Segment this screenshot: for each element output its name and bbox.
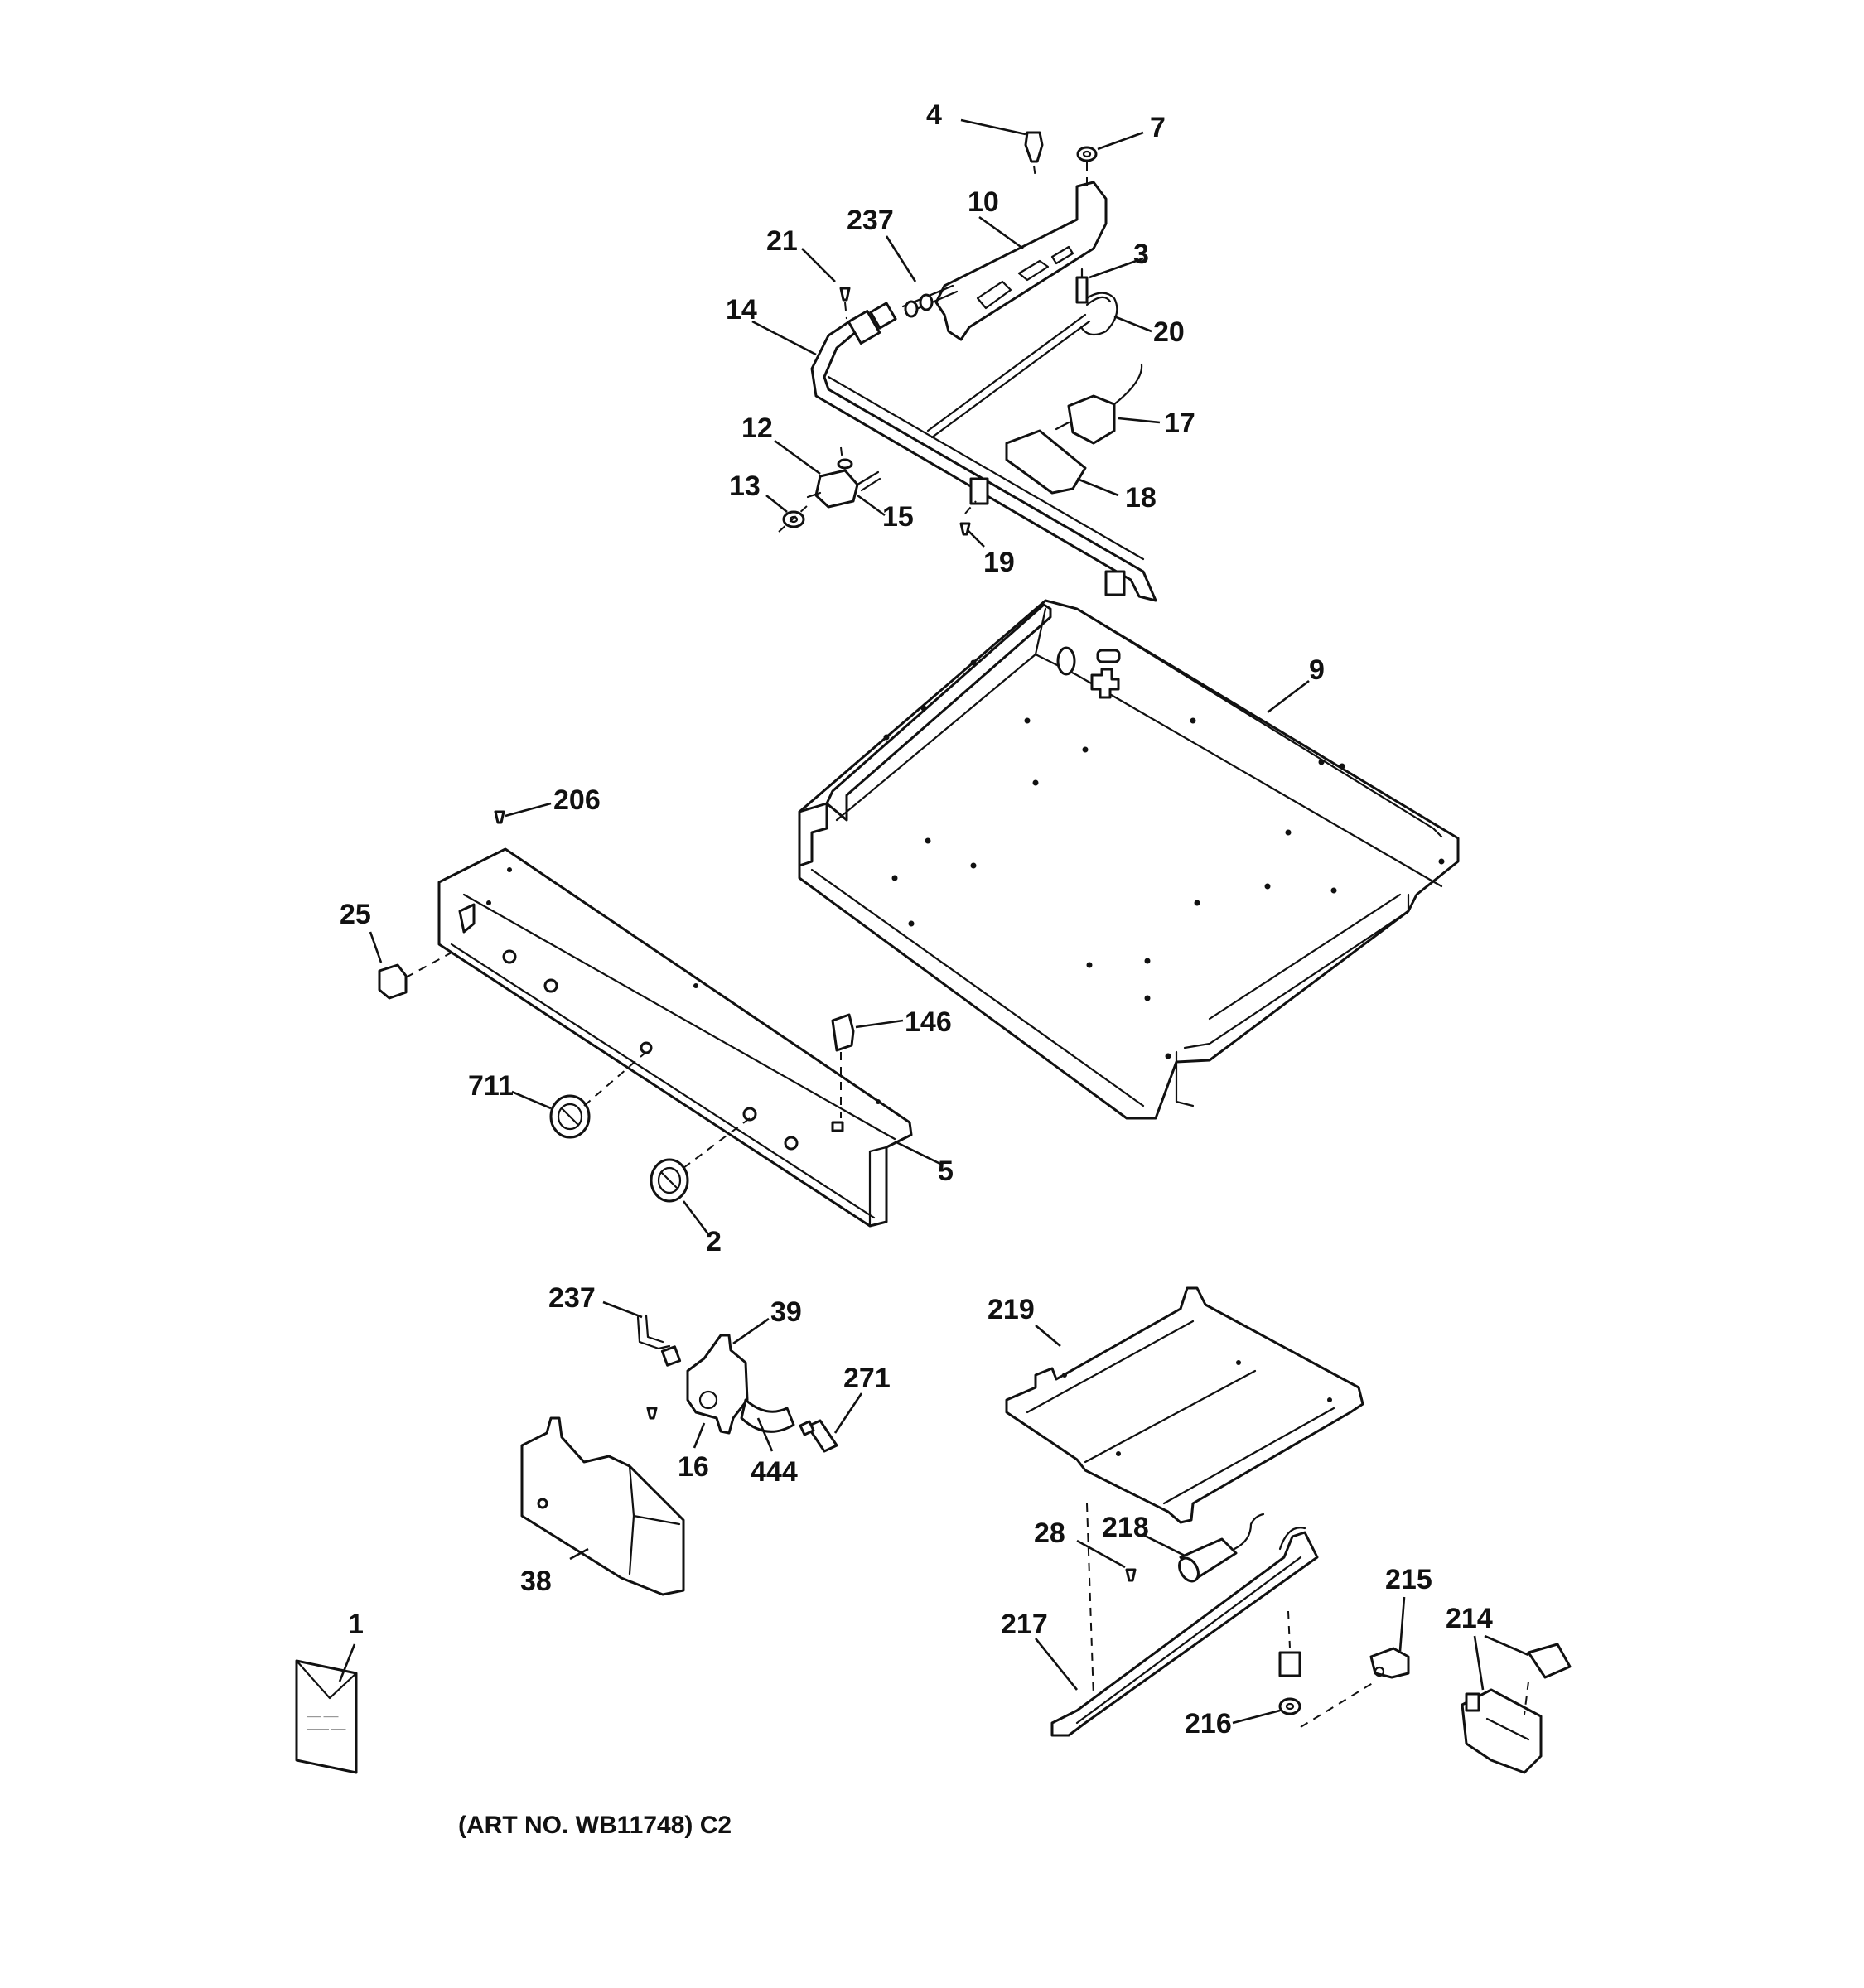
callout-21: 21 [766, 225, 798, 257]
safety-valve [1461, 1688, 1543, 1774]
bottom-burner [1050, 1531, 1319, 1737]
callout-39: 39 [770, 1296, 802, 1328]
warranty-envelope: —— —— ——— —— [295, 1659, 358, 1774]
control-panel [378, 810, 913, 1228]
callout-5: 5 [938, 1156, 954, 1187]
callout-7: 7 [1150, 112, 1166, 143]
callout-271: 271 [843, 1363, 891, 1394]
callout-20: 20 [1153, 316, 1185, 348]
callout-218: 218 [1102, 1512, 1149, 1543]
baffle [1005, 1286, 1364, 1524]
burner-bracket [934, 181, 1108, 341]
callout-17: 17 [1164, 408, 1195, 439]
callout-14: 14 [726, 294, 757, 326]
callout-237-top: 237 [847, 205, 894, 236]
svg-text:——— ——: ——— —— [307, 1725, 346, 1733]
valve-cover [520, 1416, 685, 1596]
burner-box [798, 599, 1460, 1120]
knob-2 [650, 1158, 689, 1203]
callout-206: 206 [553, 784, 601, 816]
callout-1: 1 [348, 1609, 364, 1640]
callout-15: 15 [882, 501, 914, 533]
callout-25: 25 [340, 899, 371, 930]
callout-13: 13 [729, 470, 761, 502]
callout-215: 215 [1385, 1564, 1432, 1595]
callout-19: 19 [983, 547, 1015, 578]
callout-444: 444 [751, 1456, 798, 1488]
callout-16: 16 [678, 1451, 709, 1483]
bottom-burner-area [1005, 1286, 1572, 1774]
leader-lines [338, 118, 1529, 1725]
callout-2: 2 [706, 1226, 722, 1257]
valve-assembly [636, 1314, 838, 1453]
switch-bracket [1005, 429, 1087, 495]
art-number-caption: (ART NO. WB11748) C2 [458, 1812, 732, 1839]
callout-711: 711 [468, 1070, 514, 1102]
callout-9: 9 [1309, 654, 1325, 686]
callouts: 4 7 10 237 21 3 20 14 17 12 18 13 15 19 … [340, 99, 1493, 1740]
callout-28: 28 [1034, 1518, 1065, 1549]
callout-18: 18 [1125, 482, 1157, 514]
callout-12: 12 [741, 413, 773, 444]
knob-711 [549, 1094, 591, 1139]
callout-214: 214 [1446, 1603, 1493, 1634]
callout-219: 219 [988, 1294, 1035, 1325]
spark-switch [1067, 394, 1116, 445]
gas-valve [686, 1334, 749, 1435]
callout-146: 146 [905, 1006, 952, 1038]
callout-38: 38 [520, 1566, 552, 1597]
callout-4: 4 [926, 99, 942, 131]
callout-216: 216 [1185, 1708, 1232, 1740]
callout-217: 217 [1001, 1609, 1048, 1640]
callout-3: 3 [1133, 239, 1149, 270]
callout-10: 10 [968, 186, 999, 218]
manifold-assembly [778, 131, 1157, 602]
callout-237-bottom: 237 [548, 1282, 596, 1314]
manifold-pipe [810, 317, 1157, 602]
svg-text:—— ——: —— —— [307, 1712, 339, 1720]
